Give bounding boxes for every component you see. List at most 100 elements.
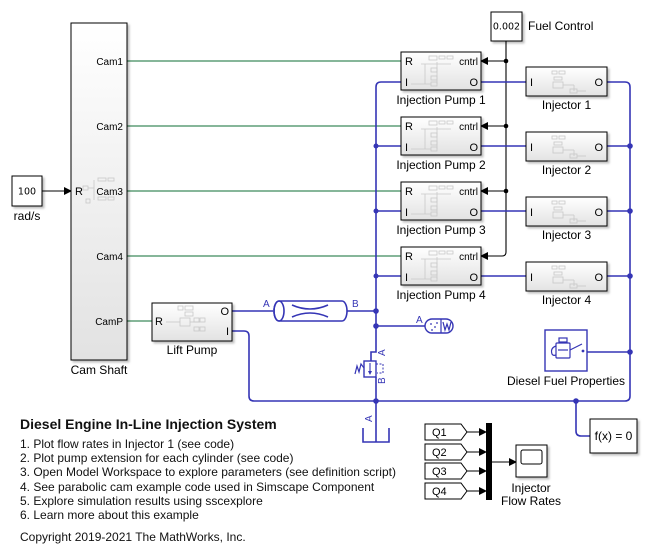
junction-dot xyxy=(503,188,509,194)
junction-dot xyxy=(503,58,509,64)
port-label: A xyxy=(364,415,375,422)
mechanical-connections xyxy=(127,60,401,322)
junction-dot xyxy=(627,143,633,149)
injection-pump-1[interactable]: R I cntrl O Injection Pump 1 xyxy=(396,51,486,107)
injection-pump-label: Injection Pump 1 xyxy=(396,93,486,107)
port-label: O xyxy=(469,142,478,154)
solver-line xyxy=(575,401,590,437)
cam-shaft-block[interactable]: R Cam1 Cam2 Cam3 Cam4 CamP Cam Shaft xyxy=(70,22,128,377)
port-label: I xyxy=(530,142,533,154)
subsystem-preview-icon xyxy=(551,135,586,159)
port-label: CamP xyxy=(95,317,123,328)
junction-dot xyxy=(373,398,379,404)
port-label: O xyxy=(220,306,229,318)
injector-label: Injector 3 xyxy=(542,228,592,242)
spring-icon xyxy=(442,321,452,333)
injection-pump-4[interactable]: R I cntrl O Injection Pump 4 xyxy=(396,246,486,302)
hydraulic-connections xyxy=(232,81,633,442)
subsystem-preview-icon xyxy=(551,265,586,289)
injector-1[interactable]: I O Injector 1 xyxy=(525,66,608,112)
port-label: R xyxy=(405,121,413,133)
speed-source-block[interactable]: 100 rad/s xyxy=(11,175,43,223)
tag-label: Q2 xyxy=(432,447,447,459)
subsystem-preview-icon xyxy=(411,250,454,282)
port-label: I xyxy=(405,142,408,154)
solver-label: f(x) = 0 xyxy=(595,429,633,443)
port-label: I xyxy=(405,207,408,219)
junction-dot xyxy=(503,123,509,129)
reservoir-tank[interactable]: A xyxy=(362,415,390,443)
port-label: R xyxy=(405,251,413,263)
spring-icon xyxy=(354,362,365,375)
scope-screen-icon xyxy=(520,449,543,465)
tag-label: Q3 xyxy=(432,466,447,478)
hydraulic-pipe-block[interactable]: A B xyxy=(263,299,359,322)
port-label: R xyxy=(75,186,83,198)
subsystem-preview-icon xyxy=(411,185,454,217)
port-label: Cam2 xyxy=(96,122,123,133)
subsystem-preview-icon xyxy=(166,305,206,332)
from-tag-q4[interactable]: Q4 xyxy=(424,482,468,500)
injection-pump-label: Injection Pump 2 xyxy=(396,158,486,172)
subsystem-preview-icon xyxy=(411,55,454,87)
port-label: Cam4 xyxy=(96,252,123,263)
annotation-link[interactable]: 3. Open Model Workspace to explore param… xyxy=(20,465,396,480)
scope-block[interactable]: Injector Flow Rates xyxy=(501,444,561,508)
fuel-properties-block[interactable]: Diesel Fuel Properties xyxy=(507,329,625,388)
fuel-control-label: Fuel Control xyxy=(528,19,593,33)
port-label: A xyxy=(263,299,270,310)
port-label: O xyxy=(594,272,603,284)
port-label: I xyxy=(530,77,533,89)
speed-source-label: rad/s xyxy=(14,209,41,223)
port-label: cntrl xyxy=(459,57,478,68)
subsystem-preview-icon xyxy=(551,200,586,224)
supply-bus xyxy=(370,81,401,361)
injection-pump-2[interactable]: R I cntrl O Injection Pump 2 xyxy=(396,116,486,172)
port-label: O xyxy=(469,207,478,219)
speed-value: 100 xyxy=(18,187,36,198)
injection-pump-label: Injection Pump 4 xyxy=(396,288,486,302)
accumulator-block[interactable]: A xyxy=(416,315,454,334)
port-label: I xyxy=(530,272,533,284)
from-tag-q1[interactable]: Q1 xyxy=(424,423,468,441)
port-label: R xyxy=(405,186,413,198)
port-label: B xyxy=(377,377,388,384)
junction-dot xyxy=(573,398,579,404)
annotation-link[interactable]: 5. Explore simulation results using ssce… xyxy=(20,493,263,508)
injector-label: Injector 2 xyxy=(542,163,592,177)
annotation-link[interactable]: 2. Plot pump extension for each cylinder… xyxy=(20,451,294,466)
injector-2[interactable]: I O Injector 2 xyxy=(525,131,608,177)
annotation-link[interactable]: 1. Plot flow rates in Injector 1 (see co… xyxy=(20,437,235,451)
solver-configuration-block[interactable]: f(x) = 0 xyxy=(589,418,638,454)
mux-block[interactable] xyxy=(486,423,492,500)
port-label: A xyxy=(377,349,388,356)
port-label: I xyxy=(405,272,408,284)
injection-pump-3[interactable]: R I cntrl O Injection Pump 3 xyxy=(396,181,486,237)
lift-pump-block[interactable]: R O I Lift Pump xyxy=(151,302,233,357)
cam-shaft-label: Cam Shaft xyxy=(71,363,128,377)
from-tag-q2[interactable]: Q2 xyxy=(424,443,468,461)
fuel-control-value: 0.002 xyxy=(493,22,520,33)
injector-4[interactable]: I O Injector 4 xyxy=(525,261,608,307)
injector-3[interactable]: I O Injector 3 xyxy=(525,196,608,242)
annotation-title: Diesel Engine In-Line Injection System xyxy=(20,416,277,432)
port-label: I xyxy=(226,326,229,338)
port-label: R xyxy=(155,316,163,328)
pressure-relief-valve[interactable]: A B xyxy=(354,349,388,384)
from-tag-q3[interactable]: Q3 xyxy=(424,462,468,480)
annotation-link[interactable]: 4. See parabolic cam example code used i… xyxy=(20,479,375,494)
tag-label: Q4 xyxy=(432,486,447,498)
injection-pump-label: Injection Pump 3 xyxy=(396,223,486,237)
port-label: A xyxy=(416,315,423,326)
injector-label: Injector 1 xyxy=(542,98,592,112)
fuel-properties-label: Diesel Fuel Properties xyxy=(507,374,625,388)
port-label: O xyxy=(469,77,478,89)
fuel-control-block[interactable]: 0.002 Fuel Control xyxy=(490,11,593,42)
port-label: O xyxy=(469,272,478,284)
junction-dot xyxy=(627,273,633,279)
annotation-link[interactable]: 6. Learn more about this example xyxy=(20,508,199,523)
injector-label: Injector 4 xyxy=(542,293,592,307)
port-label: Cam1 xyxy=(96,57,123,68)
junction-dot xyxy=(373,208,379,214)
